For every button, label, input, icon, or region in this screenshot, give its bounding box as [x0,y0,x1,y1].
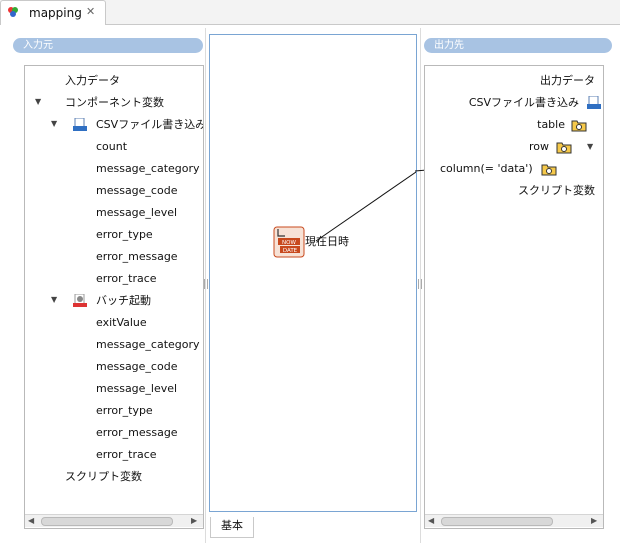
tab-title: mapping [29,6,82,20]
expand-down-icon[interactable]: ▼ [35,97,42,106]
input-section-header: 入力元 [13,38,203,53]
tree-item-field[interactable]: message_code [96,360,178,373]
mapping-canvas[interactable]: NOW DATE 現在日時 [209,34,417,512]
expand-down-icon[interactable]: ▼ [51,295,58,304]
tree-item-field[interactable]: error_type [96,404,153,417]
tree-item-field[interactable]: message_category [96,338,200,351]
splitter-handle[interactable] [204,279,208,289]
csv-file-icon [587,96,601,109]
folder-gear-icon [556,142,572,154]
tree-item-row[interactable]: row [528,140,549,153]
input-tree-panel[interactable]: 入力データ ▼ コンポーネント変数 ▼ CSVファイル書き込み count me… [24,65,204,529]
tree-item-field[interactable]: message_code [96,184,178,197]
tree-item-script-vars[interactable]: スクリプト変数 [518,184,595,197]
tree-item-field[interactable]: error_message [96,426,178,439]
tab-mapping[interactable]: mapping ✕ [0,0,106,25]
scrollbar-thumb[interactable] [41,517,173,526]
horizontal-scrollbar[interactable]: ◀ ▶ [425,514,603,527]
horizontal-scrollbar[interactable]: ◀ ▶ [25,514,203,527]
center-frame [205,28,421,543]
csv-file-icon [73,118,87,131]
output-section-header: 出力先 [424,38,612,53]
now-date-node[interactable]: NOW DATE [272,225,306,259]
expand-down-icon[interactable]: ▼ [587,142,594,151]
mapping-icon [8,7,18,17]
scroll-right-icon[interactable]: ▶ [591,516,598,525]
output-tree-panel[interactable]: 出力データ CSVファイル書き込み table row ▼ column(= '… [424,65,604,529]
tree-item-component-vars[interactable]: コンポーネント変数 [65,96,164,109]
tree-item-csv-write[interactable]: CSVファイル書き込み [96,118,204,131]
scroll-left-icon[interactable]: ◀ [428,516,435,525]
tree-item-field[interactable]: count [96,140,128,153]
scroll-left-icon[interactable]: ◀ [28,516,35,525]
tree-item-field[interactable]: error_type [96,228,153,241]
tree-item-field[interactable]: message_category [96,162,200,175]
tree-item-batch-start[interactable]: バッチ起動 [96,294,151,307]
icon-text-now: NOW [282,240,296,246]
tree-item-field[interactable]: error_message [96,250,178,263]
tree-item-field[interactable]: error_trace [96,448,157,461]
tab-basic[interactable]: 基本 [210,517,254,538]
scrollbar-thumb[interactable] [441,517,553,526]
tree-item-field[interactable]: message_level [96,206,178,219]
icon-text-date: DATE [283,248,298,254]
now-date-icon: NOW DATE [273,226,305,258]
node-label-current-datetime: 現在日時 [305,235,349,248]
tree-item-column-data[interactable]: column(= 'data') [440,162,533,175]
tree-item-field[interactable]: exitValue [96,316,147,329]
tree-item-output-data[interactable]: 出力データ [540,74,595,87]
tree-item-csv-write[interactable]: CSVファイル書き込み [468,96,579,109]
close-icon[interactable]: ✕ [86,5,96,18]
tree-item-field[interactable]: error_trace [96,272,157,285]
tree-item-field[interactable]: message_level [96,382,178,395]
folder-gear-icon [541,164,557,176]
scroll-right-icon[interactable]: ▶ [191,516,198,525]
tree-item-table[interactable]: table [537,118,565,131]
mapping-connector-line [315,171,416,242]
tree-item-script-vars[interactable]: スクリプト変数 [65,470,142,483]
splitter-handle[interactable] [418,279,422,289]
expand-down-icon[interactable]: ▼ [51,119,58,128]
batch-start-icon [73,294,87,307]
tree-item-input-data[interactable]: 入力データ [65,74,120,87]
folder-gear-icon [571,120,587,132]
